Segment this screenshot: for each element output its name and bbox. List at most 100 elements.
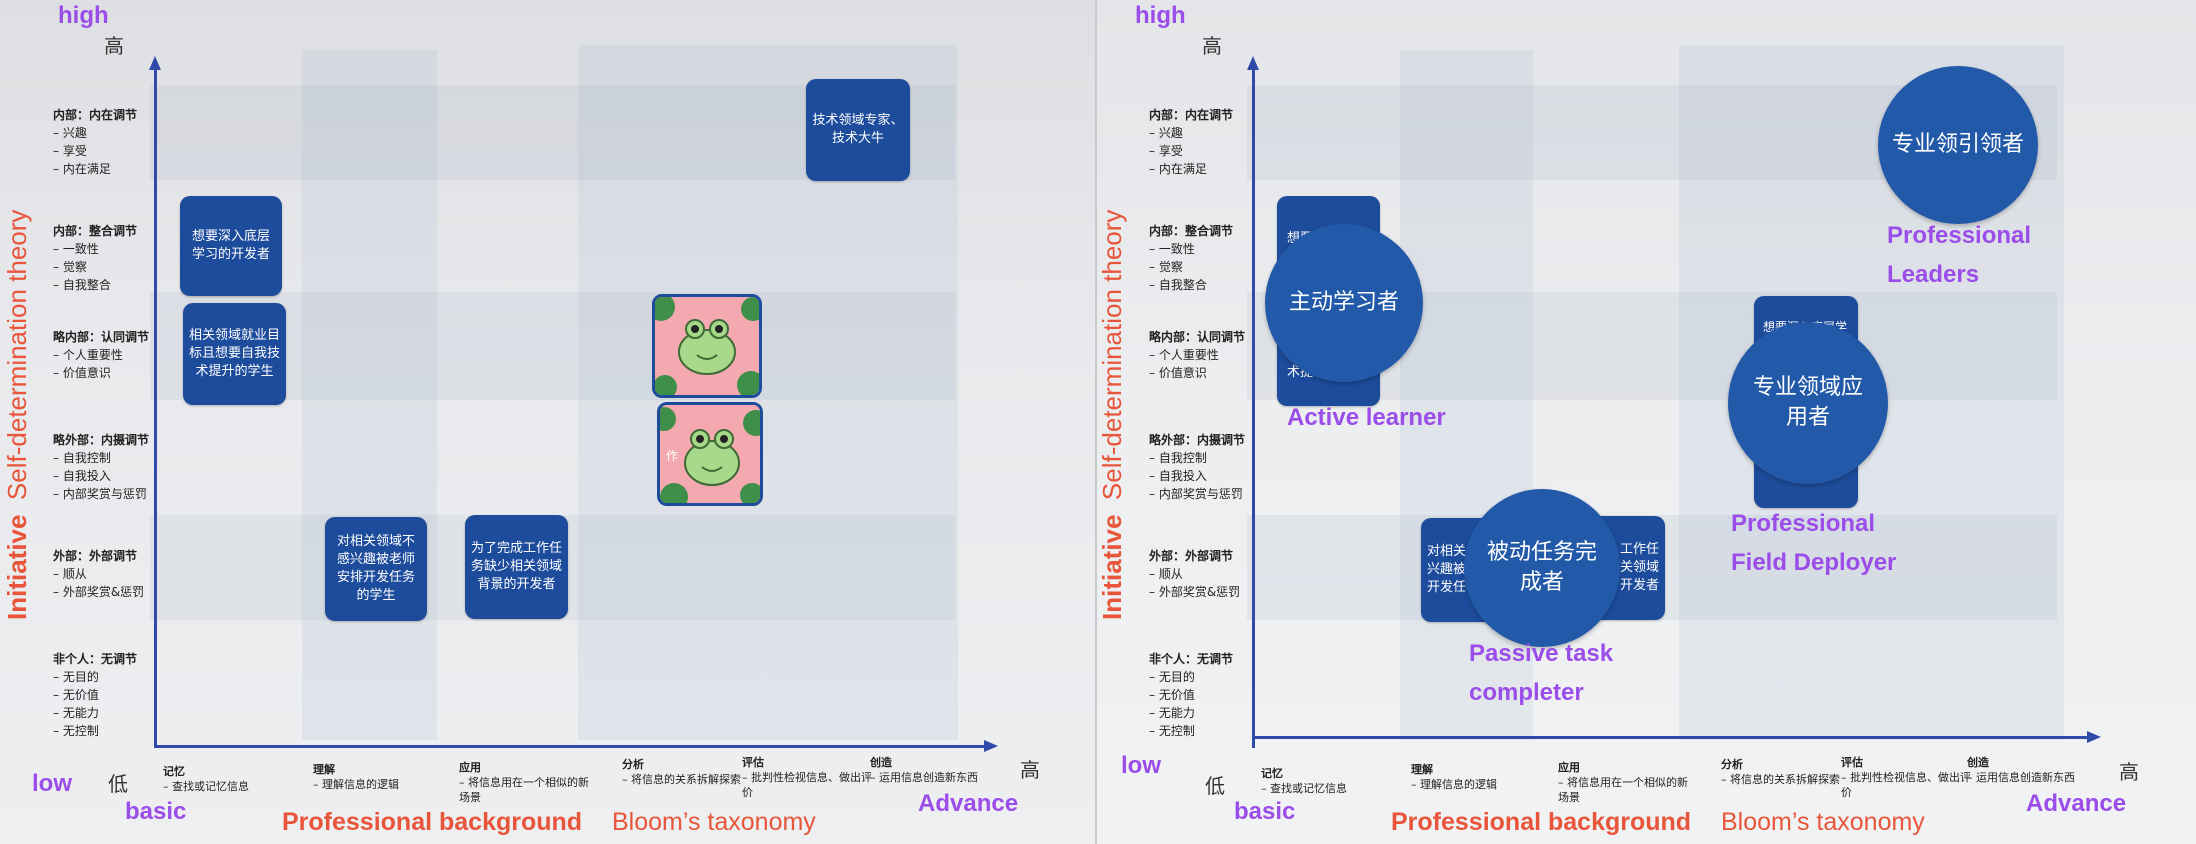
y-level: 外部：外部调节 – 顺从 – 外部奖赏&惩罚 xyxy=(53,547,203,601)
y-level-title: 内部：内在调节 xyxy=(1149,108,1234,122)
y-level-item: – 内部奖赏与惩罚 xyxy=(1149,487,1243,501)
y-level-title: 非个人：无调节 xyxy=(1149,652,1234,666)
y-level-item: – 无能力 xyxy=(1149,706,1195,720)
x-level: 理解 – 理解信息的逻辑 xyxy=(1411,762,1531,792)
x-level-title: 记忆 xyxy=(163,765,185,778)
y-axis-line xyxy=(154,68,157,748)
y-level-item: – 自我投入 xyxy=(53,469,111,483)
y-axis-arrow xyxy=(149,56,161,70)
x-axis-title-rest: Bloom’s taxonomy xyxy=(612,808,816,836)
x-axis-title-bold: Professional background xyxy=(282,808,583,836)
y-level: 略外部：内摄调节 – 自我控制 – 自我投入 – 内部奖赏与惩罚 xyxy=(1149,431,1299,503)
x-level: 应用 – 将信息用在一个相似的新场景 xyxy=(459,760,599,805)
basic-label: basic xyxy=(1234,798,1296,825)
x-level: 记忆 – 查找或记忆信息 xyxy=(1261,766,1391,796)
y-level: 外部：外部调节 – 顺从 – 外部奖赏&惩罚 xyxy=(1149,547,1299,601)
passive-completer-circle: 被动任务完成者 xyxy=(1464,489,1620,647)
x-level-title: 记忆 xyxy=(1261,767,1283,780)
y-level-item: – 无目的 xyxy=(1149,670,1195,684)
y-level-item: – 享受 xyxy=(53,144,87,158)
frog-pattern xyxy=(660,405,760,503)
y-level-title: 略外部：内摄调节 xyxy=(1149,433,1246,447)
x-axis-line xyxy=(1252,736,2087,739)
career-student-box: 相关领域就业目标且想要自我技术提升的学生 xyxy=(183,303,286,405)
x-level: 评估 – 批判性检视信息、做出评价 xyxy=(742,755,872,800)
y-level-title: 非个人：无调节 xyxy=(53,652,138,666)
x-level-title: 分析 xyxy=(1721,758,1743,771)
y-level-item: – 价值意识 xyxy=(1149,366,1207,380)
x-level-desc: – 查找或记忆信息 xyxy=(1261,782,1347,795)
x-axis-arrow xyxy=(984,740,998,752)
frog-pattern xyxy=(655,297,759,395)
field-deployer-circle: 专业领域应用者 xyxy=(1728,322,1888,484)
y-axis-title: Initiative Self-determination theory xyxy=(2,210,33,620)
passive-label-2: completer xyxy=(1469,679,1584,706)
passive-label-1: Passive task xyxy=(1469,640,1614,667)
y-level: 略内部：认同调节 – 个人重要性 – 价值意识 xyxy=(53,328,203,382)
deep-learner-box: 想要深入底层学习的开发者 xyxy=(180,196,282,296)
y-level-title: 内部：整合调节 xyxy=(53,224,138,238)
y-level-title: 外部：外部调节 xyxy=(53,549,138,563)
x-level-title: 应用 xyxy=(1558,761,1580,774)
y-level-item: – 顺从 xyxy=(53,567,87,581)
x-level-desc: – 批判性检视信息、做出评价 xyxy=(1841,771,1971,799)
y-axis-title-bold: Initiative xyxy=(2,514,32,620)
low-char: 低 xyxy=(1205,774,1225,798)
x-axis-line xyxy=(154,745,984,748)
y-level-item: – 无控制 xyxy=(1149,724,1195,738)
y-level-item: – 觉察 xyxy=(1149,260,1183,274)
x-level: 记忆 – 查找或记忆信息 xyxy=(163,764,293,794)
y-axis-title-rest: Self-determination theory xyxy=(1097,209,1127,501)
y-high-char: 高 xyxy=(1202,34,1222,58)
y-level-item: – 享受 xyxy=(1149,144,1183,158)
y-level-item: – 自我整合 xyxy=(53,278,111,292)
x-level-title: 分析 xyxy=(622,758,644,771)
right-box-fragment: 工作任关领域开发者 xyxy=(1619,542,1659,593)
right-panel: high 高 low 低 basic Advance 高 Initiative … xyxy=(1097,0,2196,844)
x-high-char: 高 xyxy=(2119,760,2139,784)
y-level-item: – 自我整合 xyxy=(1149,278,1207,292)
x-high-char: 高 xyxy=(1020,758,1040,782)
x-level: 创造 – 运用信息创造新东西 xyxy=(870,755,1010,785)
uninterested-student-box: 对相关领域不感兴趣被老师安排开发任务的学生 xyxy=(325,517,427,621)
y-level: 略外部：内摄调节 – 自我控制 – 自我投入 – 内部奖赏与惩罚 xyxy=(53,431,203,503)
y-level-item: – 内在满足 xyxy=(1149,162,1207,176)
y-level-item: – 外部奖赏&惩罚 xyxy=(53,585,145,599)
y-level-item: – 一致性 xyxy=(1149,242,1195,256)
x-level-desc: – 查找或记忆信息 xyxy=(163,780,249,793)
x-level-title: 创造 xyxy=(1967,756,1989,769)
y-level-title: 内部：整合调节 xyxy=(1149,224,1234,238)
expert-box: 技术领域专家、技术大牛 xyxy=(806,79,910,181)
frog-sticker xyxy=(652,294,762,398)
y-level-item: – 个人重要性 xyxy=(53,348,123,362)
leader-label-1: Professional xyxy=(1887,222,2032,249)
y-level-item: – 自我控制 xyxy=(53,451,111,465)
deployer-label-1: Professional xyxy=(1731,510,1876,537)
y-level: 略内部：认同调节 – 个人重要性 – 价值意识 xyxy=(1149,328,1299,382)
y-axis-title: Initiative Self-determination theory xyxy=(1097,210,1128,620)
active-learner-label: Active learner xyxy=(1287,404,1446,431)
low-label: low xyxy=(32,770,72,797)
y-level-item: – 兴趣 xyxy=(53,126,87,140)
y-level-item: – 无价值 xyxy=(1149,688,1195,702)
x-level: 创造 – 运用信息创造新东西 xyxy=(1967,755,2107,785)
y-level-item: – 顺从 xyxy=(1149,567,1183,581)
x-level-desc: – 将信息用在一个相似的新场景 xyxy=(1558,776,1688,804)
y-level-item: – 自我控制 xyxy=(1149,451,1207,465)
y-level: 内部：整合调节 – 一致性 – 觉察 – 自我整合 xyxy=(53,222,203,294)
low-label: low xyxy=(1121,752,1161,779)
y-level: 内部：整合调节 – 一致性 – 觉察 – 自我整合 xyxy=(1149,222,1299,294)
y-level-item: – 外部奖赏&惩罚 xyxy=(1149,585,1241,599)
x-level-desc: – 运用信息创造新东西 xyxy=(1967,771,2075,784)
left-panel: high 高 low 低 basic Advance 高 Initiative … xyxy=(0,0,1095,844)
x-level-desc: – 将信息的关系拆解探索 xyxy=(1721,773,1840,786)
y-high-char: 高 xyxy=(104,34,124,58)
y-level: 非个人：无调节 – 无目的 – 无价值 – 无能力 – 无控制 xyxy=(53,650,203,740)
y-level-item: – 自我投入 xyxy=(1149,469,1207,483)
x-level: 分析 – 将信息的关系拆解探索 xyxy=(1721,757,1861,787)
x-level-title: 应用 xyxy=(459,761,481,774)
y-level-title: 外部：外部调节 xyxy=(1149,549,1234,563)
y-level-item: – 无价值 xyxy=(53,688,99,702)
y-level-title: 略内部：认同调节 xyxy=(53,330,150,344)
y-level-title: 内部：内在调节 xyxy=(53,108,138,122)
